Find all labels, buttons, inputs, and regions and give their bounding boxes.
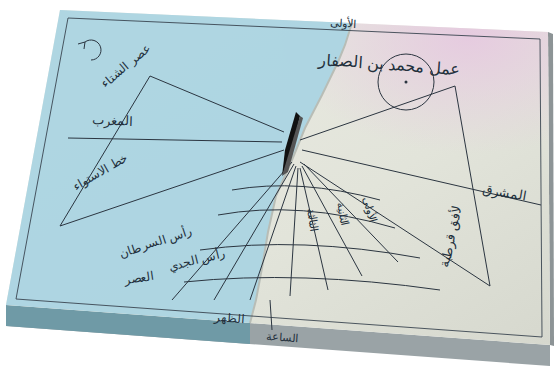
- dial-lines: [60, 76, 541, 330]
- hour-label: الثالثة: [304, 207, 319, 232]
- restored-part: [6, 10, 352, 323]
- spiral-mark: [78, 40, 101, 60]
- slab-top: [6, 10, 550, 345]
- circle-centre: [405, 81, 408, 84]
- gnomon-shade: [282, 116, 303, 176]
- gnomon: [282, 112, 300, 176]
- border-line: [16, 18, 542, 337]
- slab-tint: [6, 10, 550, 345]
- noon-label: الظهر: [214, 311, 245, 326]
- top-label: الأولى: [330, 17, 357, 30]
- hour-label: الساعة: [266, 331, 299, 345]
- west-label: المغرب: [92, 113, 133, 129]
